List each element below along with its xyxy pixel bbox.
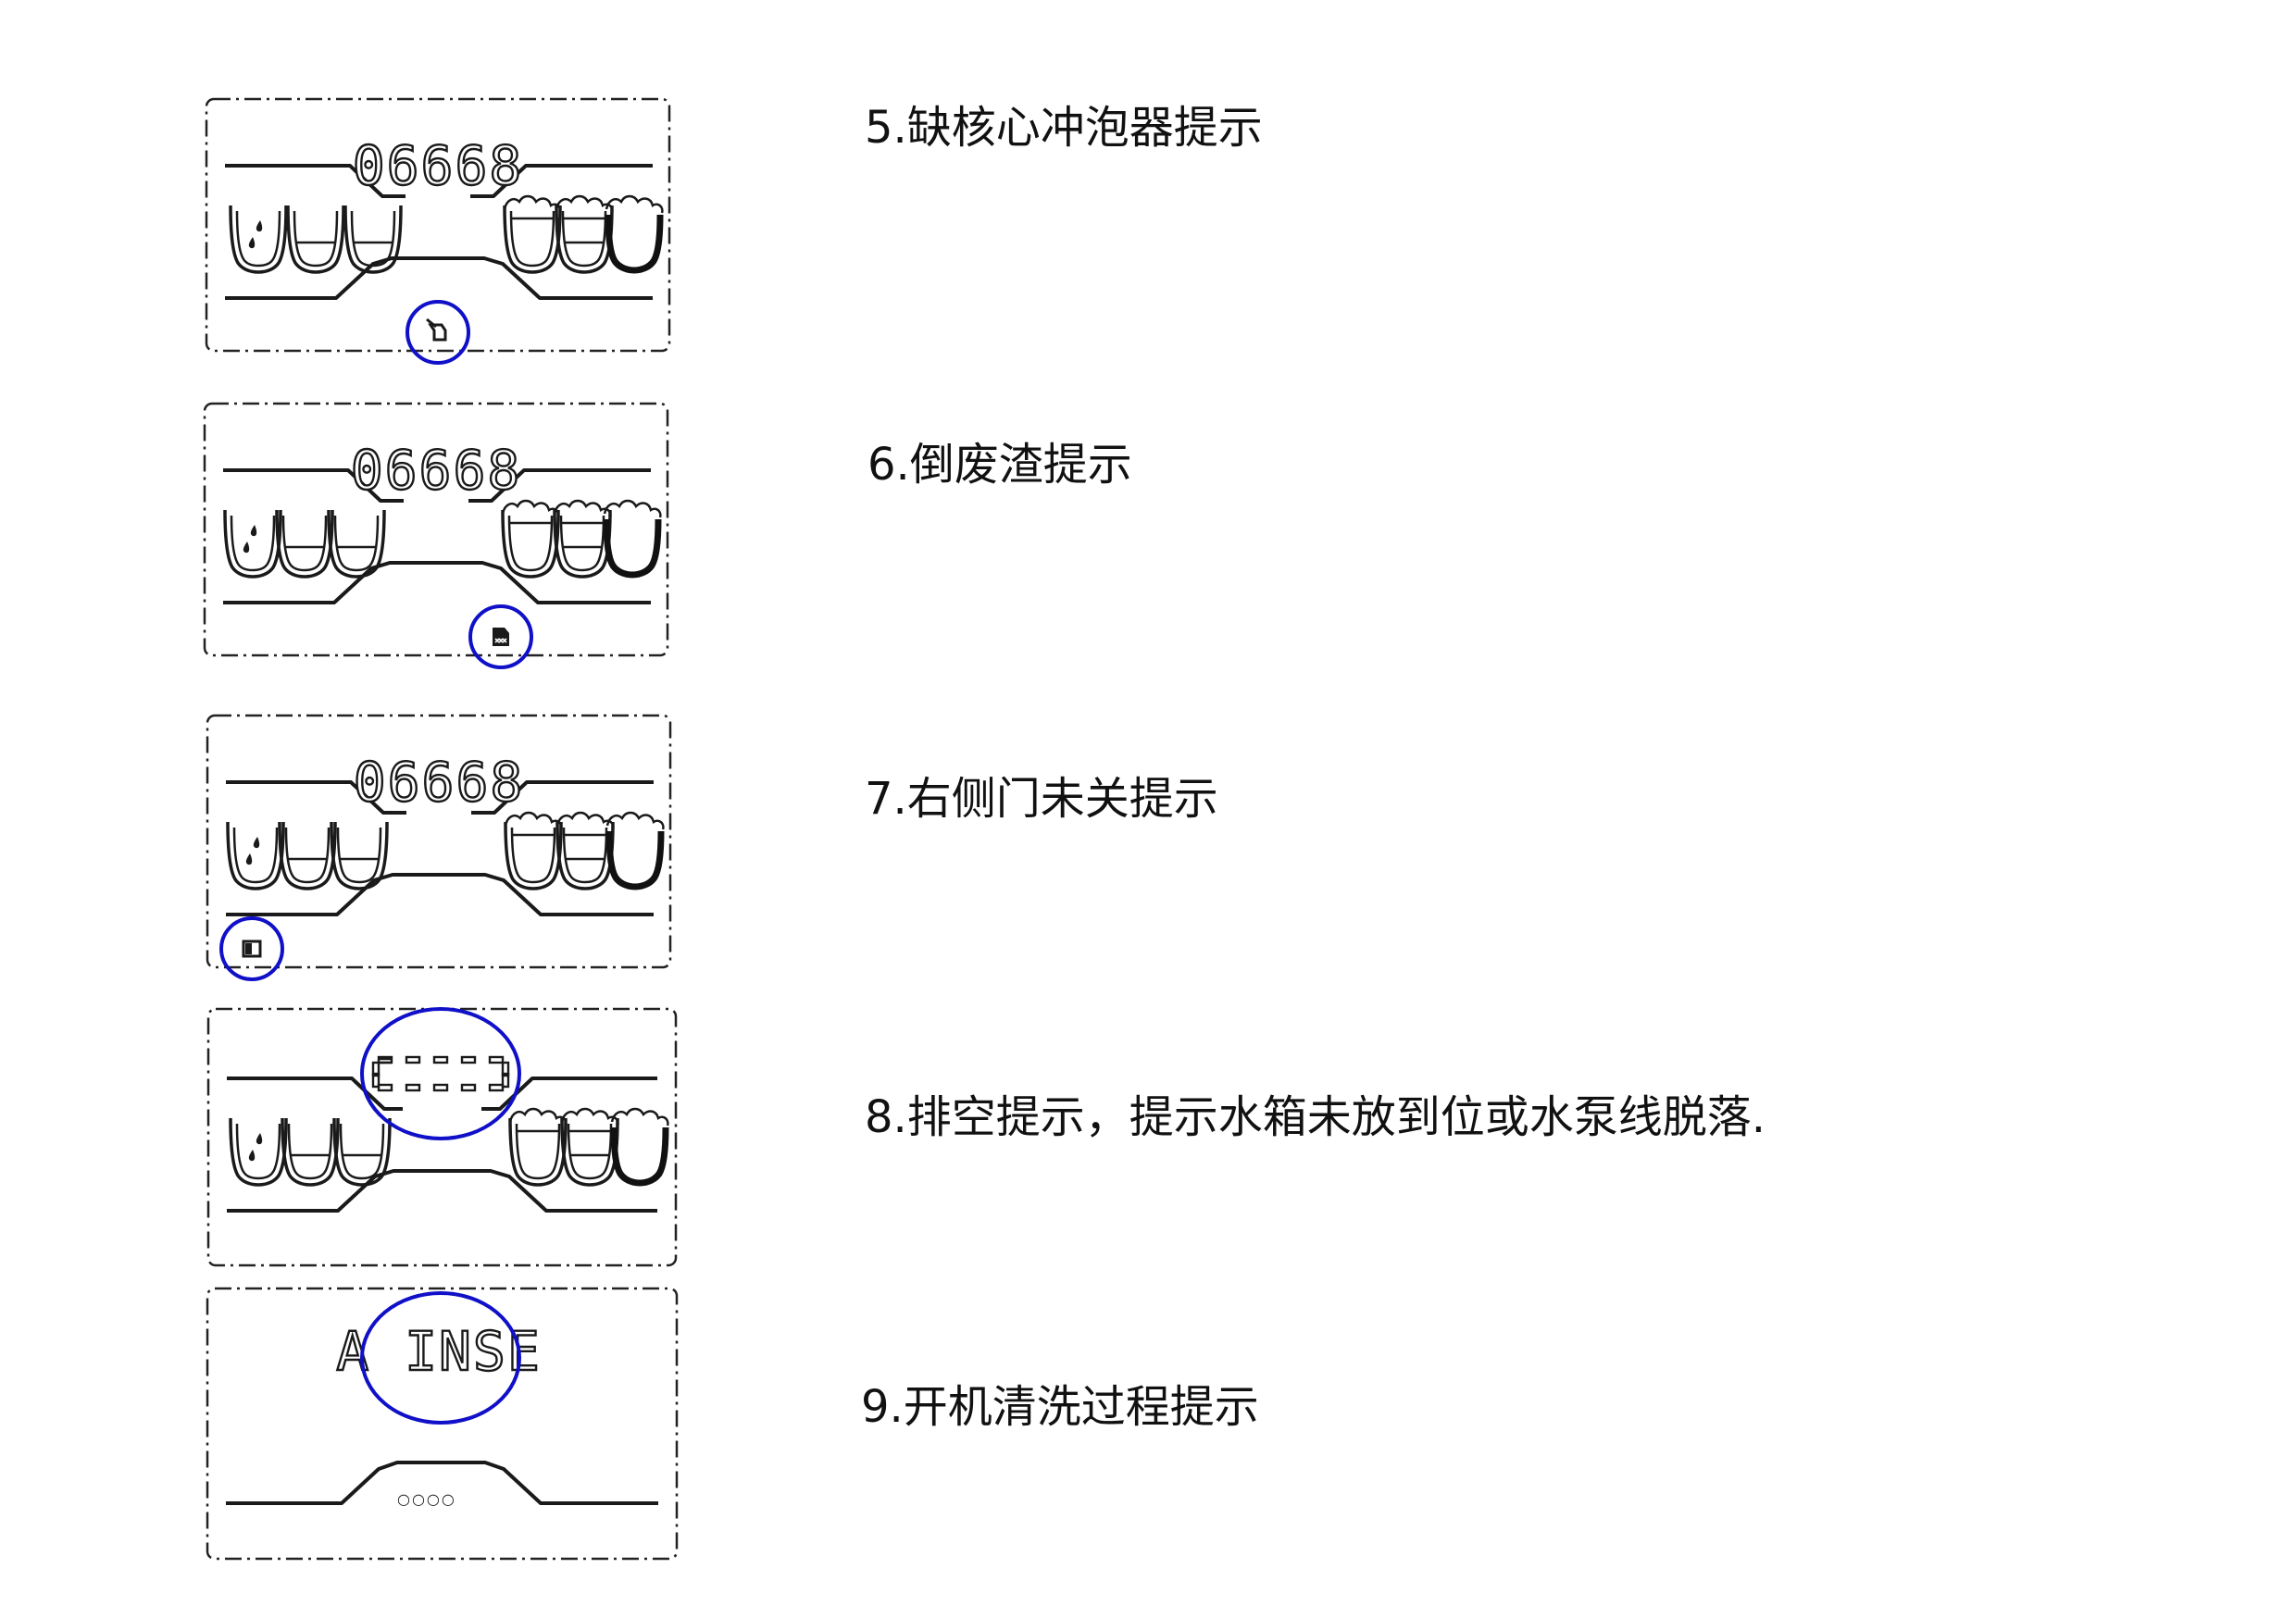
highlight-ring xyxy=(360,1291,521,1425)
side-door-icon xyxy=(242,940,262,958)
counter-readout: 06668 xyxy=(351,439,522,502)
caption-5: 5.缺核心冲泡器提示 xyxy=(865,102,1263,154)
dash-display xyxy=(371,1055,510,1092)
caption-9: 9.开机清洗过程提示 xyxy=(861,1381,1259,1433)
highlight-ring xyxy=(406,300,470,365)
caption-8: 8.排空提示，提示水箱未放到位或水泵线脱落. xyxy=(865,1091,1766,1143)
lcd-panel-8 xyxy=(206,1007,678,1267)
counter-readout: 06668 xyxy=(354,751,525,814)
lcd-panel-9: A INSE ○○○○ xyxy=(206,1287,679,1561)
lcd-panel-5: 06668 xyxy=(205,97,671,365)
counter-readout: 06668 xyxy=(353,134,524,197)
waste-bin-icon xyxy=(493,628,509,646)
lcd-panel-6: 06668 xyxy=(203,402,669,669)
caption-6: 6.倒废渣提示 xyxy=(867,439,1132,491)
lcd-panel-7: 06668 xyxy=(206,714,672,981)
highlight-ring xyxy=(360,1007,521,1140)
caption-7: 7.右侧门未关提示 xyxy=(865,773,1218,825)
highlight-ring xyxy=(468,604,533,669)
highlight-ring xyxy=(219,916,284,981)
progress-dots: ○○○○ xyxy=(397,1490,456,1508)
brewer-missing-icon xyxy=(426,317,447,342)
